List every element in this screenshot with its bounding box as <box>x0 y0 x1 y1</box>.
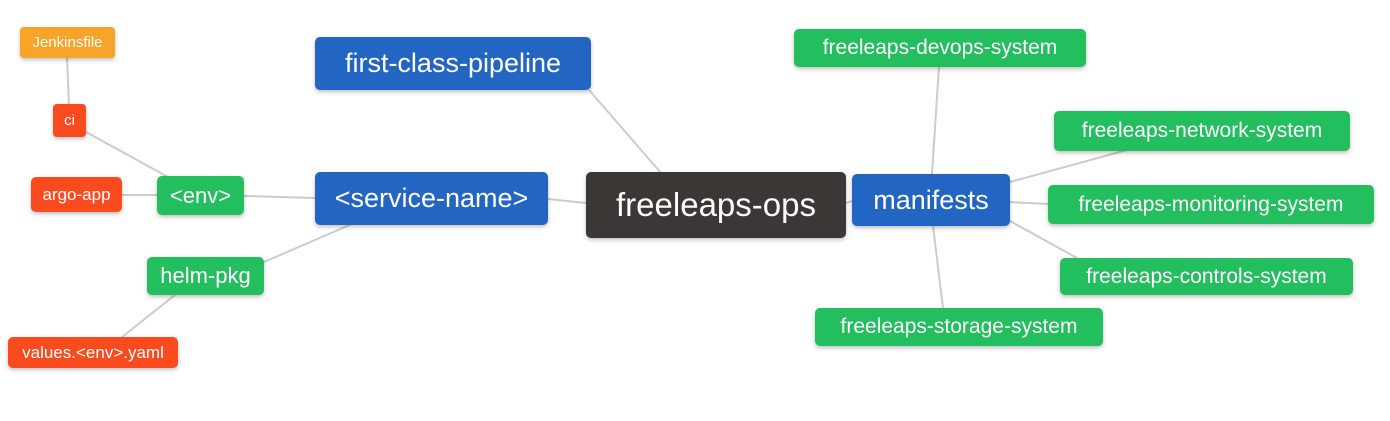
edge-manifests-network <box>1009 149 1128 183</box>
edge-pipeline-root <box>588 89 662 174</box>
node-storage-system[interactable]: freeleaps-storage-system <box>815 308 1103 346</box>
edge-root-manifests <box>845 200 853 204</box>
edge-manifests-controls <box>1009 220 1078 259</box>
edge-values-helm-pkg <box>121 294 176 338</box>
node-first-class-pipeline[interactable]: first-class-pipeline <box>315 37 591 90</box>
edge-env-service-name <box>243 195 316 199</box>
node-jenkinsfile[interactable]: Jenkinsfile <box>20 27 115 58</box>
edge-jenkinsfile-ci <box>66 57 70 105</box>
node-controls-system[interactable]: freeleaps-controls-system <box>1060 258 1353 295</box>
edge-manifests-devops <box>931 65 940 175</box>
node-ci[interactable]: ci <box>53 104 86 137</box>
node-manifests[interactable]: manifests <box>852 174 1010 226</box>
node-service-name[interactable]: <service-name> <box>315 172 548 225</box>
edge-ci-env <box>85 131 169 178</box>
edge-helm-pkg-service-name <box>263 223 353 263</box>
edge-service-name-root <box>547 198 587 204</box>
node-devops-system[interactable]: freeleaps-devops-system <box>794 29 1086 67</box>
node-helm-pkg[interactable]: helm-pkg <box>147 257 264 295</box>
node-argo-app[interactable]: argo-app <box>31 177 122 212</box>
node-root-freeleaps-ops[interactable]: freeleaps-ops <box>586 172 846 238</box>
edge-manifests-monitoring <box>1009 201 1049 205</box>
edge-manifests-storage <box>932 225 944 309</box>
node-values-env-yaml[interactable]: values.<env>.yaml <box>8 337 178 368</box>
node-env[interactable]: <env> <box>157 176 244 215</box>
node-network-system[interactable]: freeleaps-network-system <box>1054 111 1350 151</box>
node-monitoring-system[interactable]: freeleaps-monitoring-system <box>1048 185 1374 224</box>
